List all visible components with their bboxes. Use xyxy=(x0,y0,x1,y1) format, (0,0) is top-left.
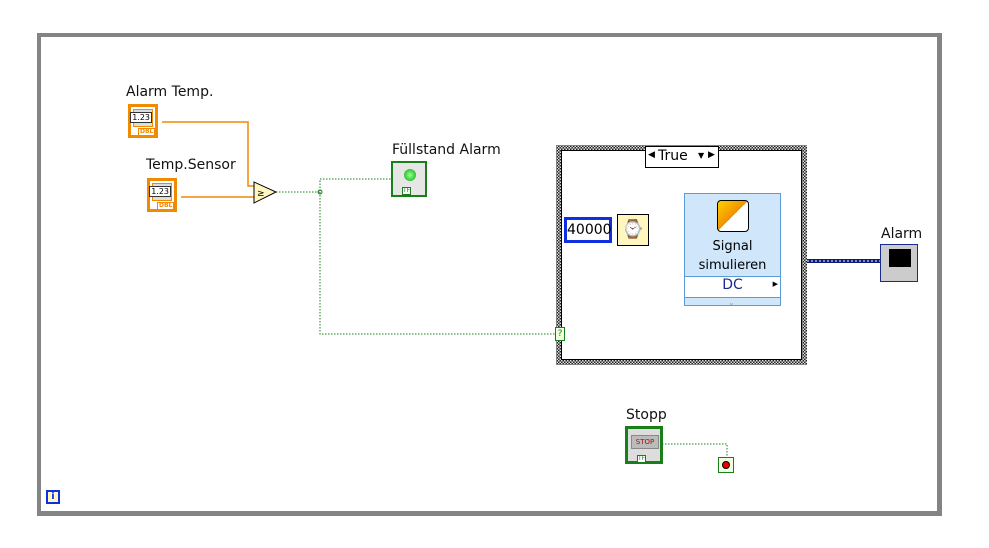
greater-or-equal-node xyxy=(253,181,278,204)
signal-simulate-express-vi[interactable]: Signal simulieren DC ▶ ⌄ xyxy=(684,193,781,307)
value: 1.23 xyxy=(149,186,171,197)
prev-case-icon[interactable]: ◀ xyxy=(648,150,655,160)
case-selector[interactable]: ◀ True ▼ ▶ xyxy=(645,146,719,168)
led-icon xyxy=(404,169,416,181)
stop-button-control[interactable]: STOP TF xyxy=(625,426,663,464)
expand-chevron-icon[interactable]: ⌄ xyxy=(728,298,735,307)
alarm-graph-indicator[interactable] xyxy=(880,244,918,282)
vi-output-terminal[interactable]: DC xyxy=(685,276,780,298)
signal-simulate-icon xyxy=(717,200,749,232)
wire-bool xyxy=(276,178,393,193)
type-badge: TF xyxy=(637,455,647,463)
wire-bool-case xyxy=(319,192,556,335)
svg-text:≥: ≥ xyxy=(257,189,265,199)
while-loop[interactable] xyxy=(37,33,942,516)
alarm-graph-label: Alarm xyxy=(881,226,923,242)
stop-if-true-icon xyxy=(722,461,730,469)
alarm-temp-label: Alarm Temp. xyxy=(126,84,214,100)
wire-stop xyxy=(662,443,728,458)
wait-constant[interactable]: 40000 xyxy=(564,217,612,243)
vi-title: Signal simulieren xyxy=(698,239,767,273)
fill-alarm-led[interactable]: TF xyxy=(391,161,427,197)
loop-condition-terminal[interactable] xyxy=(718,457,734,473)
next-case-icon[interactable]: ▶ xyxy=(708,150,715,160)
type-badge: DBL xyxy=(157,202,175,210)
type-badge: DBL xyxy=(138,128,156,136)
iteration-terminal-info-icon[interactable]: i xyxy=(46,490,60,504)
graph-icon xyxy=(889,249,911,267)
stop-button: STOP xyxy=(631,435,659,449)
wire-junction xyxy=(317,189,323,195)
wire-alarm-temp xyxy=(162,121,256,187)
temp-sensor-control[interactable]: 1.23 DBL xyxy=(147,178,177,212)
wait-ms-watch-icon[interactable]: ⌚ xyxy=(617,214,649,246)
case-selector-terminal[interactable]: ? xyxy=(555,327,565,341)
value: 1.23 xyxy=(130,112,152,123)
stop-label: Stopp xyxy=(626,407,667,423)
dropdown-icon[interactable]: ▼ xyxy=(698,151,705,160)
case-selector-value: True xyxy=(658,148,688,164)
fill-alarm-label: Füllstand Alarm xyxy=(392,142,501,158)
alarm-temp-control[interactable]: 1.23 DBL xyxy=(128,104,158,138)
type-badge: TF xyxy=(402,187,412,195)
arrow-right-icon: ▶ xyxy=(772,280,778,288)
temp-sensor-label: Temp.Sensor xyxy=(146,157,236,173)
